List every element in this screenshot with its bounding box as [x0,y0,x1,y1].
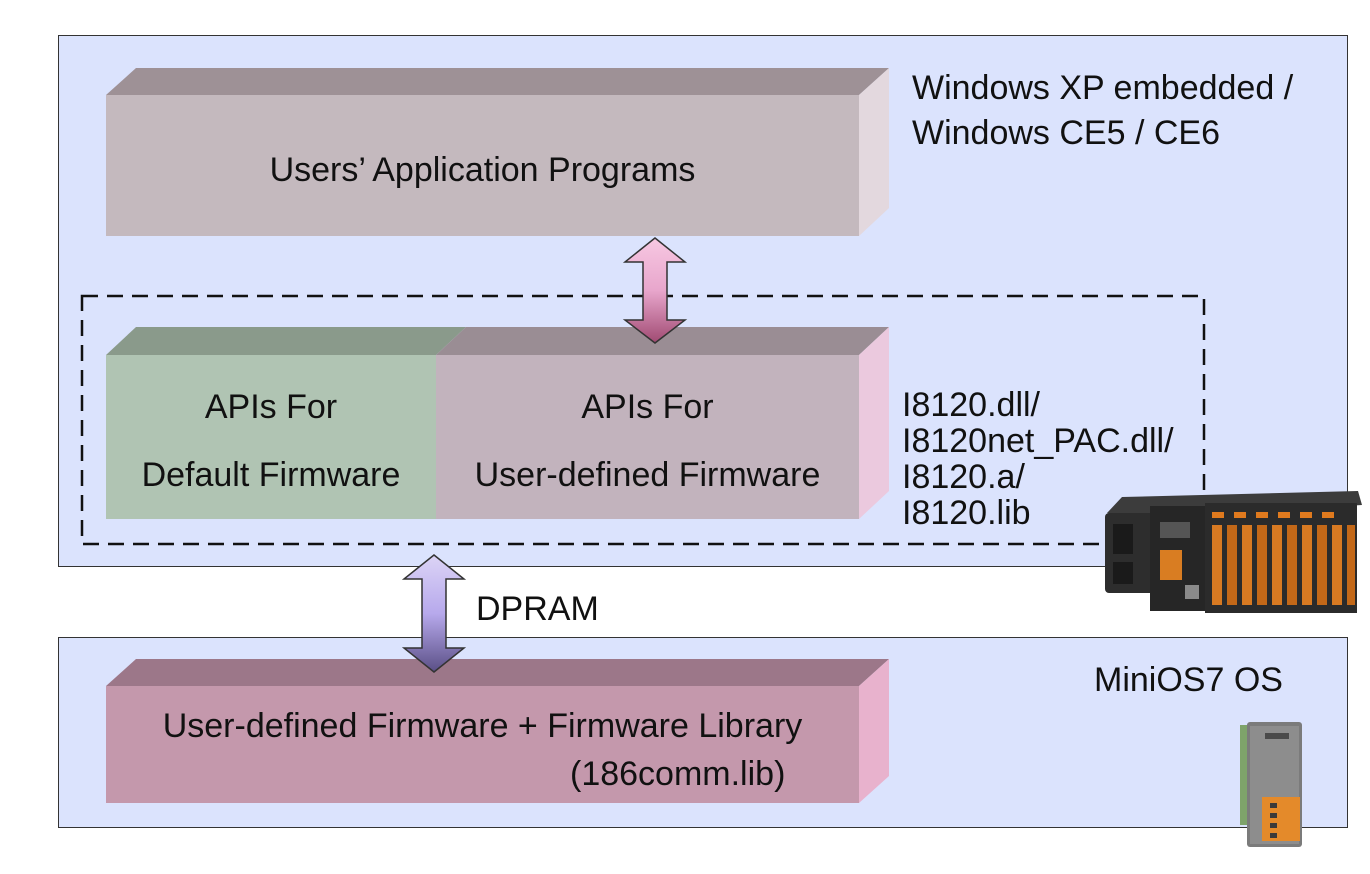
api-user-block [436,327,889,519]
firmware-block [106,659,889,803]
minios-label: MiniOS7 OS [1094,661,1283,699]
dpram-arrow [401,554,467,673]
host-os-label-line1: Windows XP embedded / [912,69,1294,107]
library-item: I8120.lib [902,494,1031,532]
api-user-label-line2: User-defined Firmware [474,456,821,494]
app-programs-label: Users’ Application Programs [269,151,696,189]
library-item: I8120net_PAC.dll/ [902,422,1174,460]
api-default-block [106,327,466,519]
api-default-label-line1: APIs For [204,388,338,426]
firmware-label-line1: User-defined Firmware + Firmware Library [162,707,803,745]
dpram-label: DPRAM [476,590,599,628]
firmware-label-line2: (186comm.lib) [570,755,786,793]
library-item: I8120.dll/ [902,386,1040,424]
app-api-arrow [622,237,688,344]
app-programs-block [106,68,889,236]
api-default-label-line2: Default Firmware [141,456,401,494]
io-module-image [1240,722,1302,847]
pac-rack-image [1105,491,1362,613]
api-user-label-line1: APIs For [581,388,714,426]
library-item: I8120.a/ [902,458,1025,496]
host-os-label-line2: Windows CE5 / CE6 [912,114,1220,152]
